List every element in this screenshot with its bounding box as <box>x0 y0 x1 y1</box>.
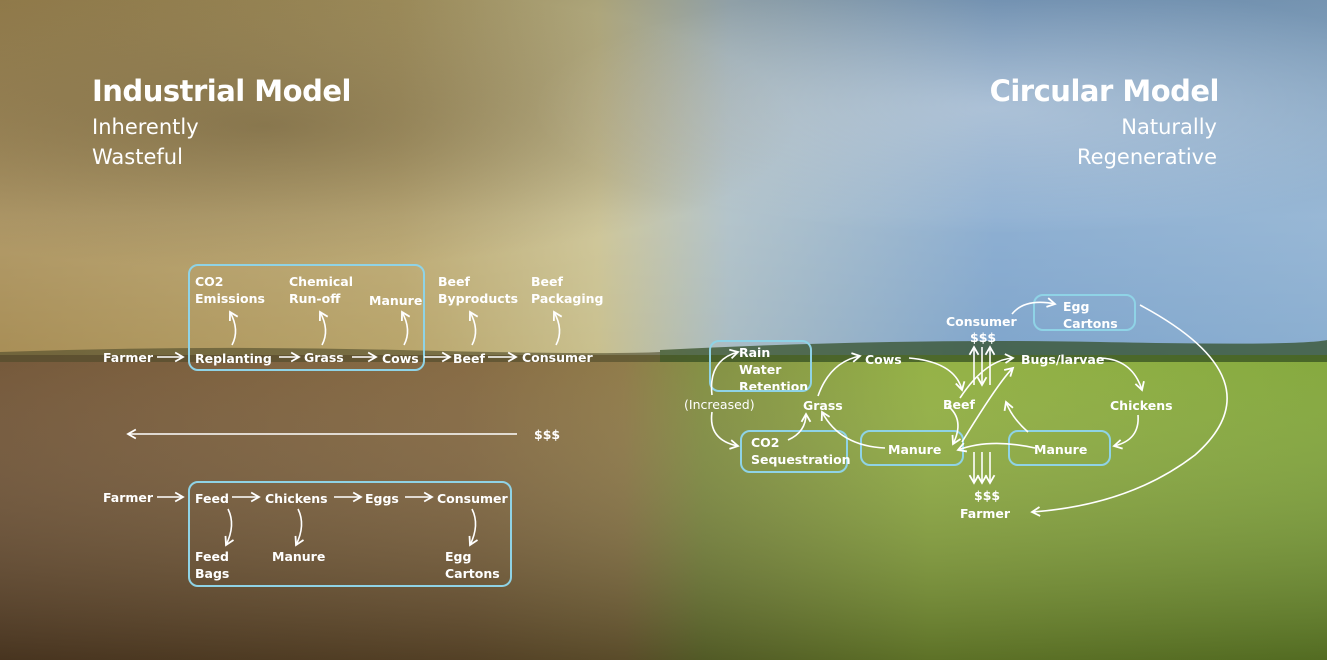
circ-egg-cartons: Egg Cartons <box>1063 299 1118 331</box>
circular-subtitle-1: Naturally <box>1121 115 1217 139</box>
ind-waste-manure: Manure <box>369 293 423 308</box>
industrial-title: Industrial Model <box>92 74 351 108</box>
circ-grass: Grass <box>803 398 843 413</box>
ind-money: $$$ <box>534 427 561 442</box>
circ-increased: (Increased) <box>684 397 755 412</box>
industrial-beef-waste-box <box>188 264 425 371</box>
ind-node-replanting: Replanting <box>195 351 272 366</box>
industrial-subtitle-1: Inherently <box>92 115 199 139</box>
circ-farmer: Farmer <box>960 506 1011 521</box>
ind-chick-farmer: Farmer <box>103 490 154 505</box>
ind-chick-manure: Manure <box>272 549 326 564</box>
rain-water-box <box>709 340 812 392</box>
circ-manure-1: Manure <box>888 442 942 457</box>
ind-node-consumer: Consumer <box>522 350 593 365</box>
ind-node-grass: Grass <box>304 350 344 365</box>
circ-rain-water: Rain Water Retention <box>739 345 809 390</box>
ind-chick-feed: Feed <box>195 491 229 506</box>
ind-chick-chickens: Chickens <box>265 491 328 506</box>
circ-beef: Beef <box>943 397 975 412</box>
industrial-subtitle-2: Wasteful <box>92 145 183 169</box>
circ-chickens: Chickens <box>1110 398 1173 413</box>
circ-co2: CO2 Sequestration <box>751 435 851 467</box>
ind-waste-co2: CO2 Emissions <box>195 274 265 306</box>
ind-waste-byproducts: Beef Byproducts <box>438 274 519 306</box>
circ-cows: Cows <box>865 352 902 367</box>
ind-waste-packaging: Beef Packaging <box>531 274 604 306</box>
industrial-chicken-box <box>188 481 512 587</box>
manure-box-2 <box>1008 430 1111 466</box>
ind-node-cows: Cows <box>382 351 419 366</box>
ind-chick-eggs: Eggs <box>365 491 399 506</box>
circ-consumer-money: $$$ <box>970 330 997 345</box>
circ-manure-2: Manure <box>1034 442 1088 457</box>
ind-chick-eggcartons: Egg Cartons <box>445 549 500 581</box>
co2-sequestration-box <box>740 430 848 473</box>
ind-node-farmer: Farmer <box>103 350 154 365</box>
ind-node-beef: Beef <box>453 351 485 366</box>
circ-consumer: Consumer <box>946 314 1017 329</box>
ind-chick-feedbags: Feed Bags <box>195 549 230 581</box>
circ-farmer-money: $$$ <box>974 488 1001 503</box>
egg-cartons-box <box>1033 294 1136 331</box>
circular-title: Circular Model <box>989 74 1220 108</box>
ind-chick-consumer: Consumer <box>437 491 508 506</box>
ind-waste-runoff: Chemical Run-off <box>289 274 353 306</box>
circular-subtitle-2: Regenerative <box>1077 145 1217 169</box>
circ-bugs: Bugs/larvae <box>1021 352 1105 367</box>
